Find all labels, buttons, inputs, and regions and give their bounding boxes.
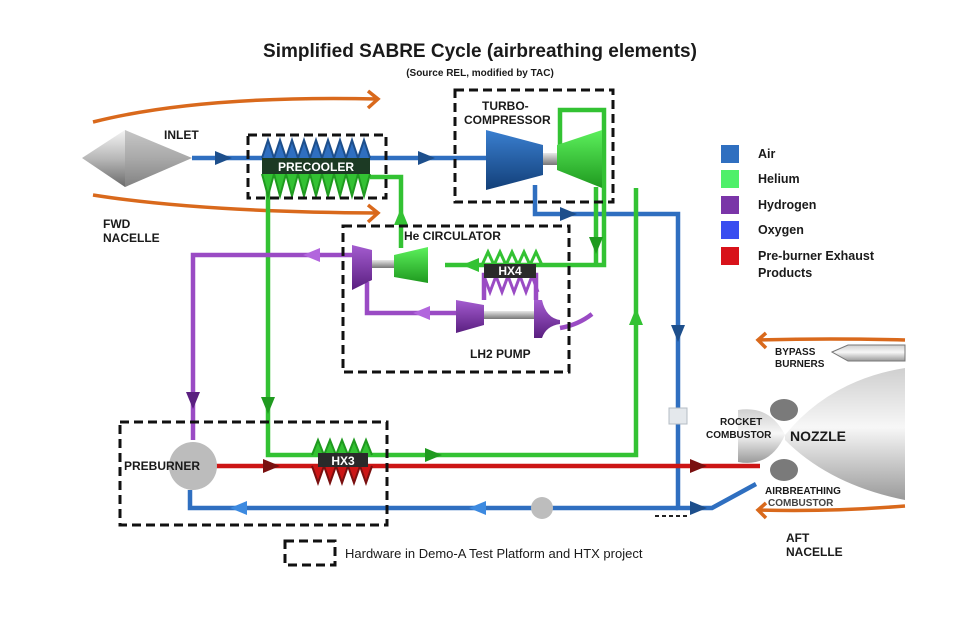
lh2-inlet-pipe bbox=[559, 312, 594, 331]
precooler-hardware-boundary bbox=[246, 133, 388, 200]
air-flow-arrow bbox=[560, 207, 577, 221]
inlet-label: INLET bbox=[164, 128, 199, 142]
he-circulator-hardware-boundary bbox=[341, 224, 571, 374]
hydrogen-flow-arrow bbox=[186, 392, 200, 409]
legend-swatch-air bbox=[721, 145, 739, 163]
airbreathing-combustor-label-1: AIRBREATHING bbox=[765, 486, 841, 497]
inlet-cone-icon bbox=[82, 130, 192, 187]
legend-swatch-oxygen bbox=[721, 221, 739, 239]
helium-flow-arrow bbox=[629, 308, 643, 325]
helium-flow-arrow bbox=[589, 237, 603, 254]
legend-label-oxygen: Oxygen bbox=[758, 223, 804, 237]
air-valve-icon bbox=[668, 407, 688, 425]
exhaust-flow-arrow bbox=[263, 459, 280, 473]
preburner-label: PREBURNER bbox=[124, 459, 200, 473]
hx3-label: HX3 bbox=[331, 454, 355, 468]
legend-swatch-exhaust bbox=[721, 247, 739, 265]
aft-nacelle bbox=[755, 331, 906, 520]
hydrogen-flow-arrow bbox=[303, 248, 320, 262]
helium-flow-arrow bbox=[462, 258, 479, 272]
legend-label-exhaust-2: Products bbox=[758, 266, 812, 280]
rocket-combustor-label-2: COMBUSTOR bbox=[706, 430, 772, 441]
helium-flow-arrow bbox=[261, 397, 275, 414]
boundary-note-text: Hardware in Demo-A Test Platform and HTX… bbox=[345, 546, 643, 561]
legend-swatch-helium bbox=[721, 170, 739, 188]
hx3-heat-exchanger bbox=[311, 437, 373, 487]
hx4-heat-exchanger bbox=[480, 248, 544, 297]
air-flow-arrow bbox=[215, 151, 232, 165]
nozzle-label: NOZZLE bbox=[790, 428, 846, 444]
airbreathing-combustor-icon bbox=[770, 459, 798, 481]
hx4-label: HX4 bbox=[498, 264, 522, 278]
air-pump-icon bbox=[531, 497, 553, 519]
fwd-nacelle-label-2: NACELLE bbox=[103, 231, 160, 245]
air-flow-arrow bbox=[418, 151, 435, 165]
preburner-hardware-boundary bbox=[118, 420, 389, 527]
boundary-note-swatch bbox=[283, 539, 337, 567]
air-flow-arrow bbox=[469, 501, 486, 515]
aft-nacelle-label-2: NACELLE bbox=[786, 545, 843, 559]
turbo-compressor-label-2: COMPRESSOR bbox=[464, 113, 551, 127]
air-flow-arrow bbox=[690, 501, 707, 515]
exhaust-flow-arrow bbox=[690, 459, 707, 473]
bypass-burners-label-1: BYPASS bbox=[775, 347, 816, 358]
airbreathing-combustor-label-2: COMBUSTOR bbox=[768, 498, 834, 509]
diagram-title: Simplified SABRE Cycle (airbreathing ele… bbox=[263, 41, 697, 62]
lh2-pump-label: LH2 PUMP bbox=[470, 347, 531, 361]
helium-flow-arrow bbox=[394, 208, 408, 225]
helium-flow-arrow bbox=[425, 448, 442, 462]
legend-swatch-hydrogen bbox=[721, 196, 739, 214]
nozzle-icon bbox=[738, 368, 905, 500]
diagram-subtitle: (Source REL, modified by TAC) bbox=[406, 68, 554, 79]
he-circulator-label: He CIRCULATOR bbox=[404, 229, 501, 243]
legend: Air Helium Hydrogen Oxygen Pre-burner Ex… bbox=[721, 145, 875, 280]
preburner-icon bbox=[169, 442, 217, 490]
bypass-burner-icon bbox=[830, 344, 906, 362]
airbreathing-combustor-icon bbox=[770, 399, 798, 421]
turbo-compressor-icon bbox=[486, 130, 602, 190]
bypass-burners-label-2: BURNERS bbox=[775, 359, 825, 370]
legend-label-hydrogen: Hydrogen bbox=[758, 198, 816, 212]
fwd-nacelle-label-1: FWD bbox=[103, 217, 131, 231]
legend-label-exhaust: Pre-burner Exhaust bbox=[758, 249, 875, 263]
legend-label-helium: Helium bbox=[758, 172, 800, 186]
legend-label-air: Air bbox=[758, 147, 776, 161]
precooler-label: PRECOOLER bbox=[278, 160, 354, 174]
hydrogen-flow-arrow bbox=[413, 306, 430, 320]
fwd-nacelle bbox=[92, 89, 381, 224]
turbo-compressor-label-1: TURBO- bbox=[482, 99, 529, 113]
precooler-heat-exchanger bbox=[261, 136, 371, 200]
air-flow-arrow bbox=[671, 325, 685, 342]
air-flow-arrow bbox=[230, 501, 247, 515]
lh2-pump-icon bbox=[456, 300, 560, 338]
turbo-compressor-hardware-boundary bbox=[453, 88, 615, 204]
aft-nacelle-label-1: AFT bbox=[786, 531, 810, 545]
rocket-combustor-label-1: ROCKET bbox=[720, 417, 762, 428]
he-circulator-icon bbox=[352, 245, 428, 290]
